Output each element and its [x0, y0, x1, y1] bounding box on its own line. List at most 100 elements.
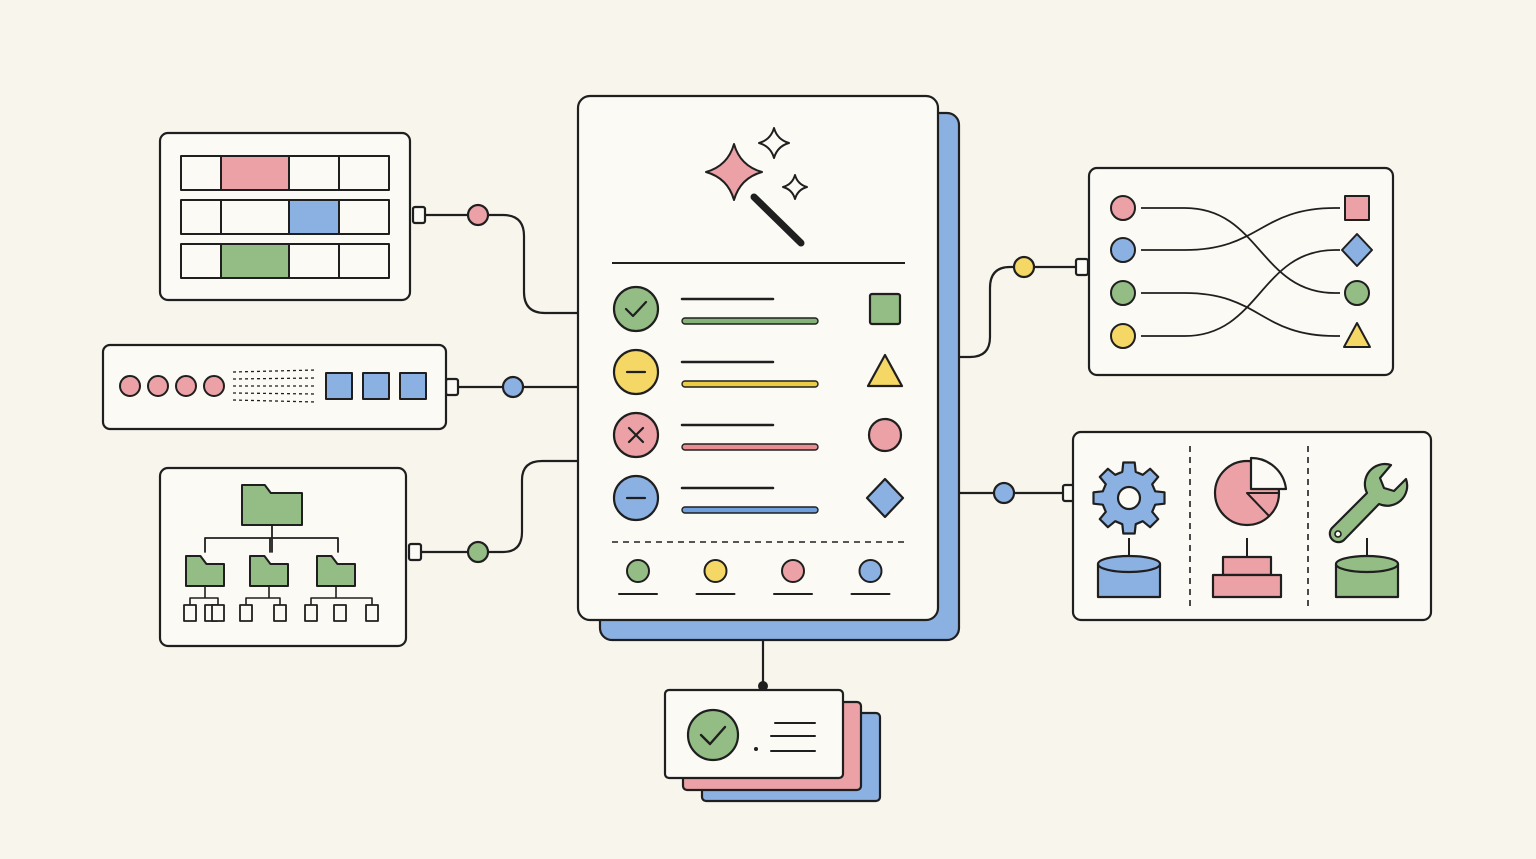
pipeline-flow-line	[232, 399, 317, 403]
grid-cell	[220, 243, 290, 279]
connector-port	[1074, 257, 1090, 277]
mapping-link	[1141, 207, 1340, 294]
sparkle	[758, 127, 790, 159]
check-mark	[699, 725, 727, 746]
folder-icon	[316, 555, 356, 587]
grid-panel	[158, 131, 412, 302]
grid-cell	[338, 199, 390, 235]
check-mark	[624, 300, 648, 318]
connector-line	[418, 459, 582, 554]
pipeline-input-dot	[119, 375, 141, 397]
tree-branch	[310, 585, 373, 605]
footer-item	[773, 559, 813, 595]
stack-block	[1221, 555, 1273, 577]
bullet	[754, 747, 758, 751]
cylinder-top	[1334, 554, 1400, 574]
square-icon	[1344, 195, 1370, 221]
grid-cell	[220, 155, 290, 191]
connector-port	[444, 377, 460, 397]
connector-central-to-results	[758, 638, 768, 691]
pipeline-panel-frame	[101, 343, 448, 431]
tree-panel-frame	[158, 466, 408, 648]
file-leaf-icon	[183, 604, 197, 622]
file-leaf-icon	[239, 604, 253, 622]
grid-cell	[180, 243, 222, 279]
diamond-icon	[865, 477, 905, 519]
folder-tree-panel	[158, 466, 408, 648]
footer-dot	[703, 559, 728, 583]
progress-line	[681, 506, 819, 514]
connector-line	[422, 213, 582, 315]
connector-tree-panel-to-central-panel	[407, 459, 582, 564]
connector-port	[411, 205, 427, 225]
wand	[750, 193, 805, 247]
sparkle	[782, 174, 808, 200]
footer-dot	[781, 559, 805, 583]
pipeline-panel	[101, 343, 448, 431]
folder-icon	[185, 555, 225, 587]
grid-cell	[288, 155, 342, 191]
pipeline-output-block	[325, 372, 353, 400]
footer-item	[695, 559, 736, 595]
footer-dot	[858, 559, 883, 583]
file-leaf-icon	[211, 604, 225, 622]
check-circle-icon	[686, 708, 740, 762]
connector-node	[501, 375, 525, 399]
circle-icon	[867, 417, 903, 453]
grid-cell	[288, 243, 342, 279]
wrench-hole	[1334, 530, 1342, 538]
progress-line	[681, 443, 819, 451]
root-folder-icon	[241, 484, 303, 526]
mapping-link	[1141, 249, 1340, 337]
mapping-link	[1141, 207, 1340, 251]
pipeline-output-block	[362, 372, 390, 400]
pie-slice	[1249, 456, 1288, 491]
wrench-body	[1328, 462, 1409, 544]
pipeline-input-dot	[175, 375, 197, 397]
grid-cell	[180, 199, 222, 235]
stack-block	[1211, 573, 1283, 599]
pipeline-input-dot	[147, 375, 169, 397]
status-row	[612, 474, 905, 522]
status-row	[612, 411, 903, 459]
folder-icon	[249, 555, 289, 587]
mapping-source-dot	[1110, 195, 1136, 221]
grid-cell	[220, 199, 290, 235]
connector-line	[936, 265, 1080, 359]
result-cards	[663, 688, 882, 803]
pie-divider	[1246, 492, 1280, 517]
tree-branch	[189, 585, 219, 605]
status-row	[612, 348, 904, 396]
mapping-panel	[1087, 166, 1395, 377]
progress-line	[681, 317, 819, 325]
gear-icon	[1092, 461, 1166, 535]
mapping-link	[1141, 292, 1340, 337]
pipeline-flow-line	[232, 369, 317, 373]
file-leaf-icon	[333, 604, 347, 622]
connector-pipeline-panel-to-central-panel	[444, 375, 582, 399]
diamond-icon	[1341, 233, 1373, 267]
cylinder-icon	[1096, 562, 1162, 599]
mapping-panel-frame	[1087, 166, 1395, 377]
tree-branch	[245, 585, 281, 605]
pie-chart-icon	[1213, 456, 1288, 527]
square-icon	[868, 292, 902, 326]
mapping-source-dot	[1110, 280, 1136, 306]
sparkle	[705, 143, 763, 201]
connector-grid-panel-to-central-panel	[411, 203, 582, 315]
footer-item	[850, 559, 891, 595]
connector-node	[992, 481, 1016, 505]
connector-node	[466, 540, 490, 564]
mapping-source-dot	[1110, 323, 1136, 349]
magic-wand-sparkles-icon	[705, 127, 808, 247]
connector-node	[758, 681, 768, 691]
triangle-icon	[1343, 322, 1371, 348]
central-panel	[576, 94, 961, 642]
grid-cell	[338, 155, 390, 191]
file-leaf-icon	[304, 604, 318, 622]
grid-cell	[288, 199, 342, 235]
gear-hole	[1116, 485, 1142, 511]
connector-node	[1012, 255, 1036, 279]
